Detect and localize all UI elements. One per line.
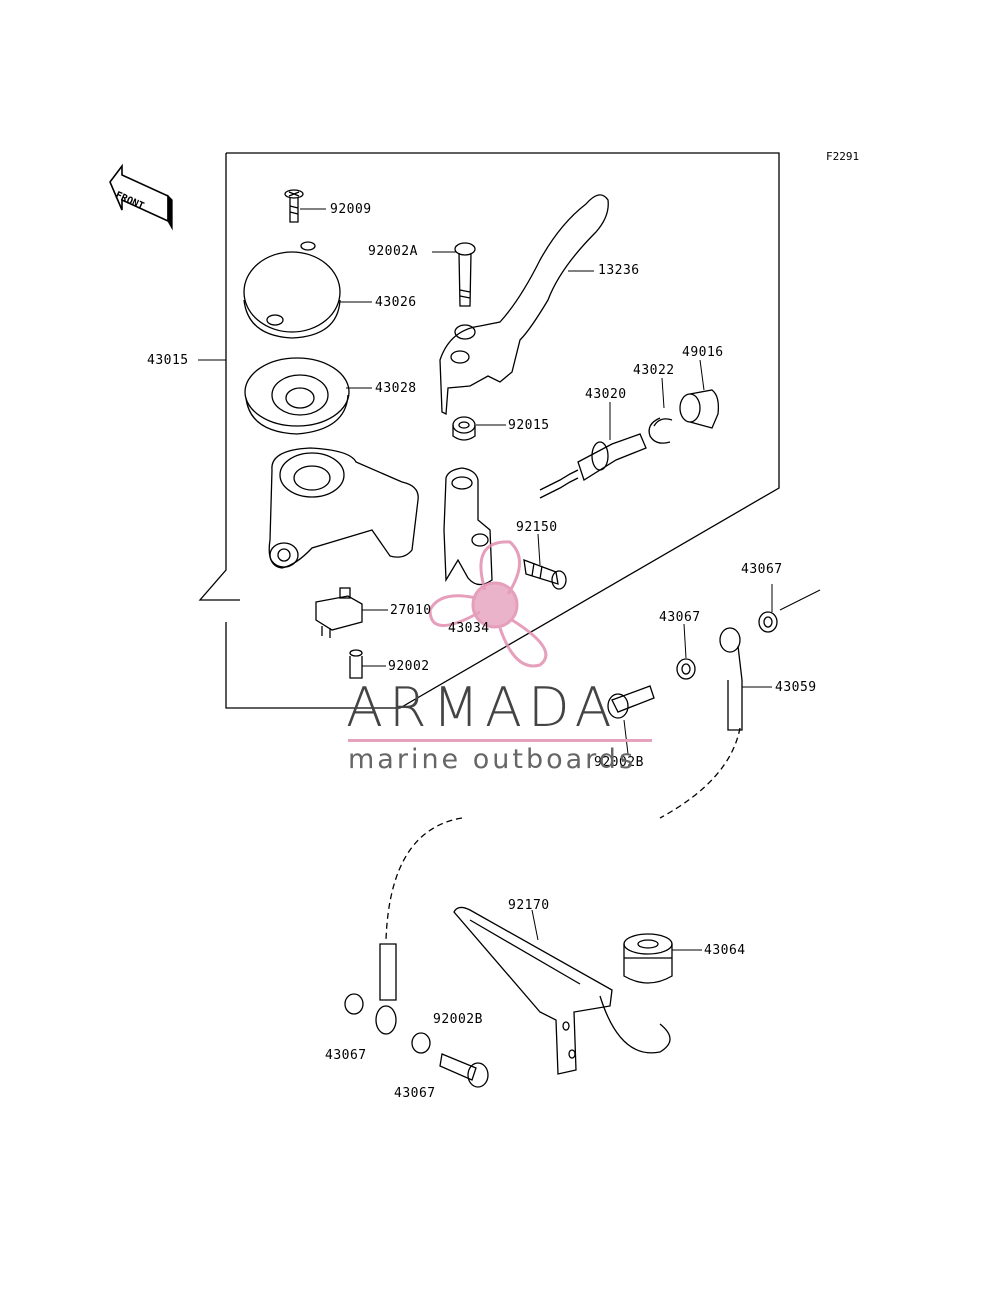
- screw-92009: [284, 189, 304, 223]
- part-label: 43015: [147, 353, 189, 368]
- part-label: 43034: [448, 621, 490, 636]
- part-label: 92170: [508, 898, 550, 913]
- assembly-frame-bracket: [198, 153, 240, 601]
- clamp-43034: [443, 467, 493, 586]
- part-label: 92009: [330, 202, 372, 217]
- part-label: 92002B: [594, 755, 644, 770]
- circlip-43022: [648, 417, 673, 444]
- brake-hose-43059: [375, 627, 743, 1035]
- nut-92015: [452, 416, 476, 441]
- lever-13236: [439, 194, 609, 416]
- washer-43067-c: [344, 993, 364, 1015]
- part-label: 43026: [375, 295, 417, 310]
- assembly-frame: [225, 152, 780, 709]
- banjo-bolt-92002B-upper: [607, 685, 655, 719]
- part-label: 43067: [394, 1086, 436, 1101]
- part-label: 27010: [390, 603, 432, 618]
- sheet-code: F2291: [826, 150, 860, 163]
- part-label: 43067: [325, 1048, 367, 1063]
- part-label: 43059: [775, 680, 817, 695]
- master-cylinder-body: [268, 447, 419, 569]
- front-arrow-icon: [109, 163, 173, 231]
- washer-43067-b: [676, 658, 696, 680]
- pivot-bolt-92002A: [454, 242, 476, 307]
- watermark-divider: [348, 739, 652, 742]
- part-label: 43067: [741, 562, 783, 577]
- part-label: 43022: [633, 363, 675, 378]
- part-label: 43067: [659, 610, 701, 625]
- piston-assembly-43020: [539, 433, 647, 499]
- bolt-92150: [523, 559, 567, 590]
- grommet-43064: [623, 933, 673, 984]
- part-label: 92002B: [433, 1012, 483, 1027]
- washer-43067-a-inner: [763, 616, 773, 628]
- part-label: 43064: [704, 943, 746, 958]
- screw-92002: [349, 649, 363, 679]
- part-label: 92002: [388, 659, 430, 674]
- watermark-tagline: marine outboards: [348, 744, 637, 775]
- part-label: 43028: [375, 381, 417, 396]
- watermark-brand: ARMADA: [346, 676, 618, 739]
- reservoir-cap-43026: [243, 241, 341, 339]
- brake-switch-27010: [315, 587, 363, 638]
- part-label: 43020: [585, 387, 627, 402]
- part-label: 13236: [598, 263, 640, 278]
- diaphragm-43028: [244, 357, 350, 435]
- dust-boot-49016: [679, 389, 720, 429]
- washer-43067-b-inner: [681, 663, 691, 675]
- washer-43067-a: [758, 611, 778, 633]
- banjo-bolt-92002B-lower: [439, 1053, 489, 1088]
- part-label: 92150: [516, 520, 558, 535]
- bracket-92170: [453, 906, 671, 1075]
- washer-43067-d: [411, 1032, 431, 1054]
- part-label: 92002A: [368, 244, 418, 259]
- part-label: 92015: [508, 418, 550, 433]
- watermark-propeller-icon: [428, 540, 548, 668]
- part-label: 49016: [682, 345, 724, 360]
